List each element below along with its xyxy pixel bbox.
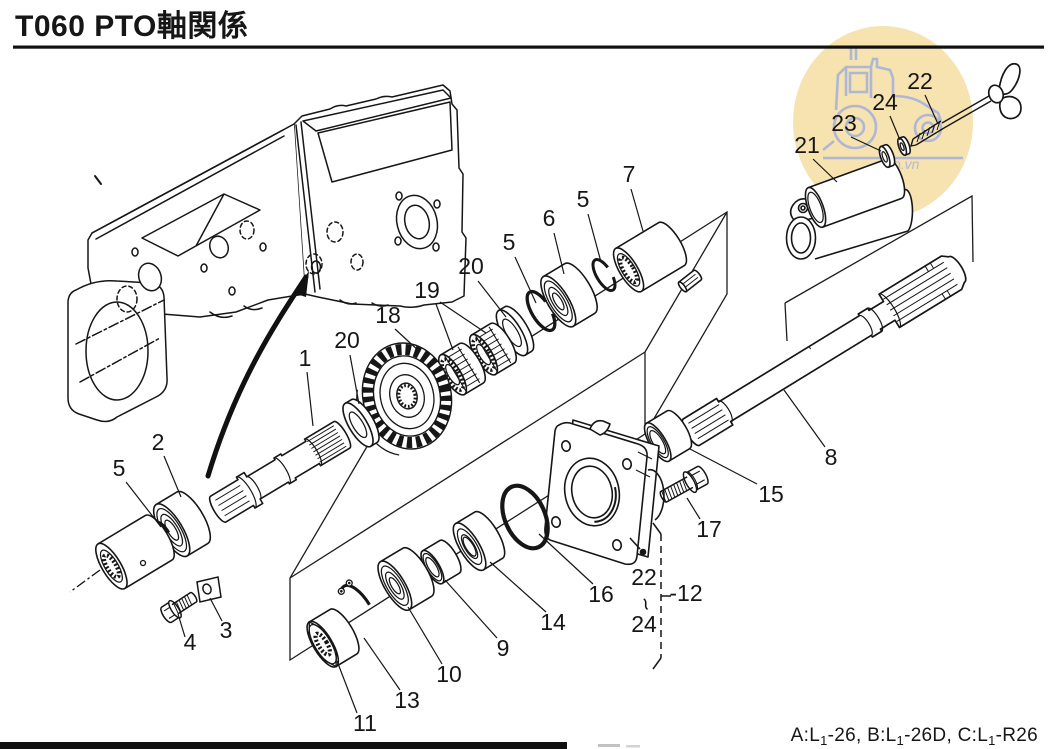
leader-line (444, 579, 498, 639)
page-title: T060 PTO軸関係 (15, 10, 248, 43)
leader-line (349, 354, 360, 405)
leader-line (209, 597, 223, 622)
lock-plate-3-drawing (196, 576, 222, 603)
group-12-bracket (629, 522, 671, 670)
leader-line (850, 136, 882, 152)
leader-line (686, 497, 701, 520)
leader-line (306, 371, 314, 427)
part-drawing-bearing-6 (540, 262, 598, 328)
leader-line (407, 606, 443, 665)
part-label-17: 17 (696, 516, 722, 542)
part-drawing-snap-ring-5c (591, 258, 617, 292)
bottom-border-smudge (626, 745, 640, 748)
part-label-19: 19 (414, 277, 440, 303)
leader-line (553, 232, 565, 275)
part-label-23: 23 (831, 110, 857, 136)
leader-line (439, 301, 487, 334)
part-label-14: 14 (540, 609, 566, 635)
part-drawing-washer-23 (878, 143, 896, 169)
part-label-5: 5 (577, 186, 590, 212)
part-label-4: 4 (184, 629, 197, 655)
leader-line (783, 389, 826, 448)
coupling-extras (69, 559, 147, 593)
leader-line (177, 613, 186, 638)
leader-line (889, 115, 901, 141)
leader-line (812, 158, 838, 183)
part-drawing-seal-14 (452, 510, 506, 572)
leader-line (587, 213, 602, 263)
part-label-2: 2 (152, 429, 165, 455)
leader-line (394, 328, 421, 353)
part-label-18: 18 (375, 302, 401, 328)
part-label-7: 7 (623, 161, 636, 187)
part-drawing-needle-bearing-19a (437, 342, 487, 396)
part-label-10: 10 (436, 661, 462, 687)
leader-line (689, 448, 758, 485)
leader-line (363, 637, 401, 691)
part-drawing-bearing-10 (377, 546, 435, 612)
pto-cover-tube-drawing (785, 188, 914, 260)
part-drawing-snap-ring-13 (337, 579, 379, 639)
part-label-5: 5 (503, 229, 516, 255)
leader-line (163, 455, 182, 498)
part-label-21: 21 (794, 132, 820, 158)
part-drawing-pto-sleeve-7 (612, 221, 688, 293)
part-label-9: 9 (497, 635, 510, 661)
part-drawing-snap-ring-5b (525, 289, 557, 333)
part-label-20: 20 (458, 253, 484, 279)
part-label-24: 24 (872, 89, 898, 115)
part-label-20: 20 (334, 327, 360, 353)
bottom-border-bar (0, 742, 567, 749)
leader-line (924, 94, 939, 125)
wing-bolt-22-drawing (910, 63, 1022, 147)
part-label-8: 8 (825, 444, 838, 470)
leader-line (514, 256, 537, 304)
watermark-text: o.vn (893, 156, 920, 172)
part-label-12: -12 (669, 580, 702, 606)
part-label-16: 16 (588, 581, 614, 607)
bearing-case-12-drawing (544, 419, 665, 566)
installation-arrow-head (293, 271, 309, 297)
title-underline (13, 45, 1044, 49)
part-label-5: 5 (113, 455, 126, 481)
leader-line (125, 481, 162, 528)
leader-line (630, 188, 644, 232)
part-drawing-pin-7 (677, 269, 703, 293)
part-label-13: 13 (394, 687, 420, 713)
transmission-housing-drawing (67, 84, 467, 423)
part-label-1: 1 (299, 345, 312, 371)
leader-line (435, 303, 454, 351)
bottom-border-smudge (598, 744, 620, 747)
part-drawing-lock-nut-11 (306, 608, 360, 668)
part-label-15: 15 (758, 481, 784, 507)
counter-shaft-1-drawing (208, 420, 352, 523)
part-label-22: 22 (907, 68, 933, 94)
leader-line (489, 561, 547, 613)
model-footnote: A:L1-26, B:L1-26D, C:L1-R26 (791, 725, 1038, 748)
leader-line (477, 280, 507, 318)
part-label-24: 24 (631, 611, 657, 637)
leader-line (538, 533, 594, 585)
part-label-6: 6 (543, 205, 556, 231)
bolt-4-drawing (160, 591, 198, 624)
part-label-11: 11 (353, 710, 377, 736)
part-drawing-pto-coupling-sleeve (95, 514, 175, 590)
part-label-3: 3 (220, 617, 233, 643)
part-drawing-needle-bearing-19b (468, 322, 518, 376)
part-drawing-o-ring-16 (500, 483, 550, 551)
part-label-22: 22 (631, 564, 657, 590)
part-drawing-bearing-2 (152, 490, 212, 558)
part-drawing-washer-20a (342, 398, 380, 448)
part-drawing-cover-21 (804, 157, 906, 229)
leader-line (336, 660, 358, 714)
